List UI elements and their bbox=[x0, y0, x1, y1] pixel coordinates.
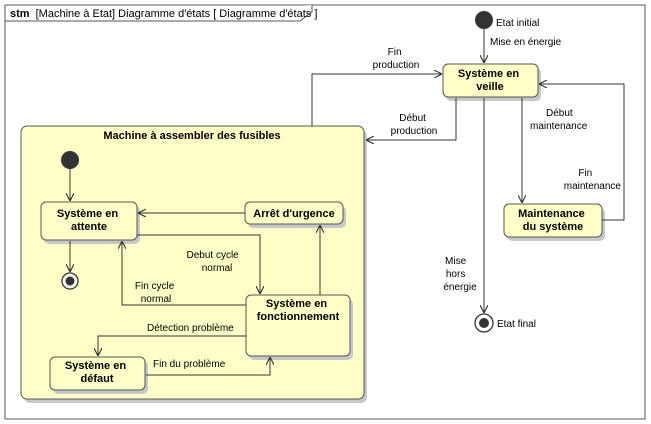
frame-header: stm [Machine à Etat] Diagramme d'états [… bbox=[10, 8, 317, 20]
edge-fin-probleme[interactable] bbox=[146, 357, 270, 376]
state-fonctionnement[interactable] bbox=[245, 294, 351, 357]
label-debut-production: Début production bbox=[391, 113, 438, 137]
label-fin-probleme: Fin du problème bbox=[153, 359, 226, 370]
label-fin-production: Fin production bbox=[373, 47, 420, 71]
label-mise-hors-energie: Mise hors énergie bbox=[443, 256, 477, 293]
inner-final-dot bbox=[65, 276, 75, 286]
label-debut-cycle: Debut cycle normal bbox=[186, 250, 241, 274]
state-defaut[interactable] bbox=[49, 356, 146, 391]
edge-debut-production[interactable] bbox=[366, 98, 457, 140]
state-defaut-label: Système en défaut bbox=[65, 360, 129, 385]
state-attente[interactable] bbox=[40, 201, 138, 241]
edge-detection[interactable] bbox=[98, 335, 246, 356]
frame-keyword: stm bbox=[10, 8, 30, 20]
frame-title: [Machine à Etat] Diagramme d'états [ Dia… bbox=[36, 8, 318, 20]
state-veille-label: Système en veille bbox=[458, 68, 522, 93]
label-mise-en-energie: Mise en énergie bbox=[490, 37, 562, 48]
state-veille[interactable] bbox=[442, 63, 539, 98]
label-debut-maintenance: Début maintenance bbox=[530, 108, 588, 132]
initial-state-node[interactable] bbox=[475, 11, 493, 29]
state-attente-label: Système en attente bbox=[57, 208, 121, 233]
edge-fin-production[interactable] bbox=[311, 74, 442, 126]
initial-state-label: Etat initial bbox=[496, 18, 539, 29]
edge-debut-cycle[interactable] bbox=[137, 234, 260, 294]
inner-initial-node[interactable] bbox=[61, 151, 79, 169]
state-arret-label: Arrêt d'urgence bbox=[253, 208, 334, 220]
label-fin-maintenance: Fin maintenance bbox=[564, 168, 622, 192]
final-state-dot bbox=[479, 318, 489, 328]
frame-tab bbox=[5, 5, 313, 22]
final-state-label: Etat final bbox=[497, 319, 536, 330]
edge-fin-cycle[interactable] bbox=[122, 241, 246, 306]
state-fonctionnement-label: Système en fonctionnement bbox=[257, 298, 340, 323]
label-fin-cycle: Fin cycle normal bbox=[135, 281, 177, 305]
edge-fin-maintenance[interactable] bbox=[539, 84, 625, 221]
state-maintenance-label: Maintenance du système bbox=[518, 208, 588, 233]
composite-title: Machine à assembler des fusibles bbox=[103, 130, 280, 142]
label-detection: Détection problème bbox=[147, 323, 234, 334]
